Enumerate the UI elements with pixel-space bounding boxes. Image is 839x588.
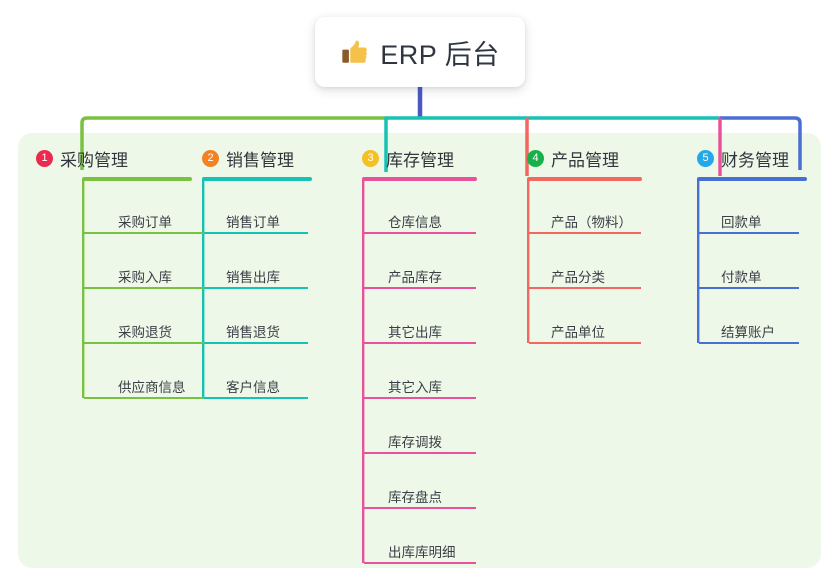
column-4: 4 产品管理 [527, 146, 677, 170]
leaf-node-label[interactable]: 其它出库 [388, 325, 442, 340]
leaf-node-label[interactable]: 采购入库 [118, 270, 172, 285]
column-badge-4: 4 [527, 149, 544, 167]
content-panel [18, 133, 821, 568]
leaf-node-label[interactable]: 产品（物料） [551, 215, 632, 230]
leaf-node-label[interactable]: 仓库信息 [388, 215, 442, 230]
leaf-node-label[interactable]: 客户信息 [226, 380, 280, 395]
column-badge-5: 5 [697, 149, 714, 167]
column-title-5: 财务管理 [721, 150, 789, 170]
leaf-node-underline [529, 342, 641, 344]
column-3: 3 库存管理 [362, 146, 512, 170]
column-header-3[interactable]: 3 库存管理 [362, 146, 512, 170]
leaf-node-label[interactable]: 产品单位 [551, 325, 605, 340]
leaf-node-underline [204, 397, 308, 399]
leaf-node-label[interactable]: 产品库存 [388, 270, 442, 285]
column-title-1: 采购管理 [60, 150, 128, 170]
column-badge-2: 2 [202, 149, 219, 167]
leaf-node-label[interactable]: 其它入库 [388, 380, 442, 395]
leaf-node-underline [84, 397, 210, 399]
leaf-node-underline [529, 232, 641, 234]
leaf-node-underline [699, 287, 799, 289]
leaf-node-label[interactable]: 采购订单 [118, 215, 172, 230]
leaf-node-underline [529, 287, 641, 289]
leaf-node-label[interactable]: 回款单 [721, 215, 762, 230]
column-title-2: 销售管理 [226, 150, 294, 170]
leaf-node-underline [84, 232, 210, 234]
column-2: 2 销售管理 [202, 146, 352, 170]
leaf-node-label[interactable]: 销售订单 [226, 215, 280, 230]
leaf-node-underline [364, 232, 476, 234]
leaf-node-label[interactable]: 供应商信息 [118, 380, 186, 395]
thumbs-up-icon [340, 37, 370, 67]
leaf-node-underline [204, 342, 308, 344]
leaf-node-label[interactable]: 销售出库 [226, 270, 280, 285]
column-underline-1 [82, 177, 192, 181]
leaf-node-underline [699, 342, 799, 344]
leaf-node-underline [204, 232, 308, 234]
leaf-node-underline [84, 342, 210, 344]
column-underline-2 [202, 177, 312, 181]
leaf-node-label[interactable]: 产品分类 [551, 270, 605, 285]
leaf-node-underline [364, 507, 476, 509]
leaf-node-label[interactable]: 采购退货 [118, 325, 172, 340]
root-label: ERP 后台 [380, 39, 500, 70]
leaf-node-label[interactable]: 付款单 [721, 270, 762, 285]
column-header-4[interactable]: 4 产品管理 [527, 146, 677, 170]
column-header-2[interactable]: 2 销售管理 [202, 146, 352, 170]
column-badge-1: 1 [36, 149, 53, 167]
column-1: 1 采购管理 [36, 146, 186, 170]
leaf-node-label[interactable]: 库存调拨 [388, 435, 442, 450]
column-underline-3 [362, 177, 477, 181]
column-title-4: 产品管理 [551, 150, 619, 170]
leaf-node-underline [204, 287, 308, 289]
leaf-node-underline [364, 452, 476, 454]
column-underline-4 [527, 177, 642, 181]
root-node[interactable]: ERP 后台 [315, 17, 525, 87]
leaf-node-underline [364, 397, 476, 399]
column-badge-3: 3 [362, 149, 379, 167]
leaf-node-label[interactable]: 销售退货 [226, 325, 280, 340]
leaf-node-label[interactable]: 库存盘点 [388, 490, 442, 505]
leaf-node-underline [84, 287, 210, 289]
column-header-1[interactable]: 1 采购管理 [36, 146, 186, 170]
column-5: 5 财务管理 [697, 146, 839, 170]
leaf-node-underline [364, 562, 476, 564]
leaf-node-underline [699, 232, 799, 234]
leaf-node-label[interactable]: 出库库明细 [388, 545, 456, 560]
column-title-3: 库存管理 [386, 150, 454, 170]
leaf-node-underline [364, 342, 476, 344]
leaf-node-underline [364, 287, 476, 289]
column-underline-5 [697, 177, 807, 181]
leaf-node-label[interactable]: 结算账户 [721, 325, 775, 340]
column-header-5[interactable]: 5 财务管理 [697, 146, 839, 170]
